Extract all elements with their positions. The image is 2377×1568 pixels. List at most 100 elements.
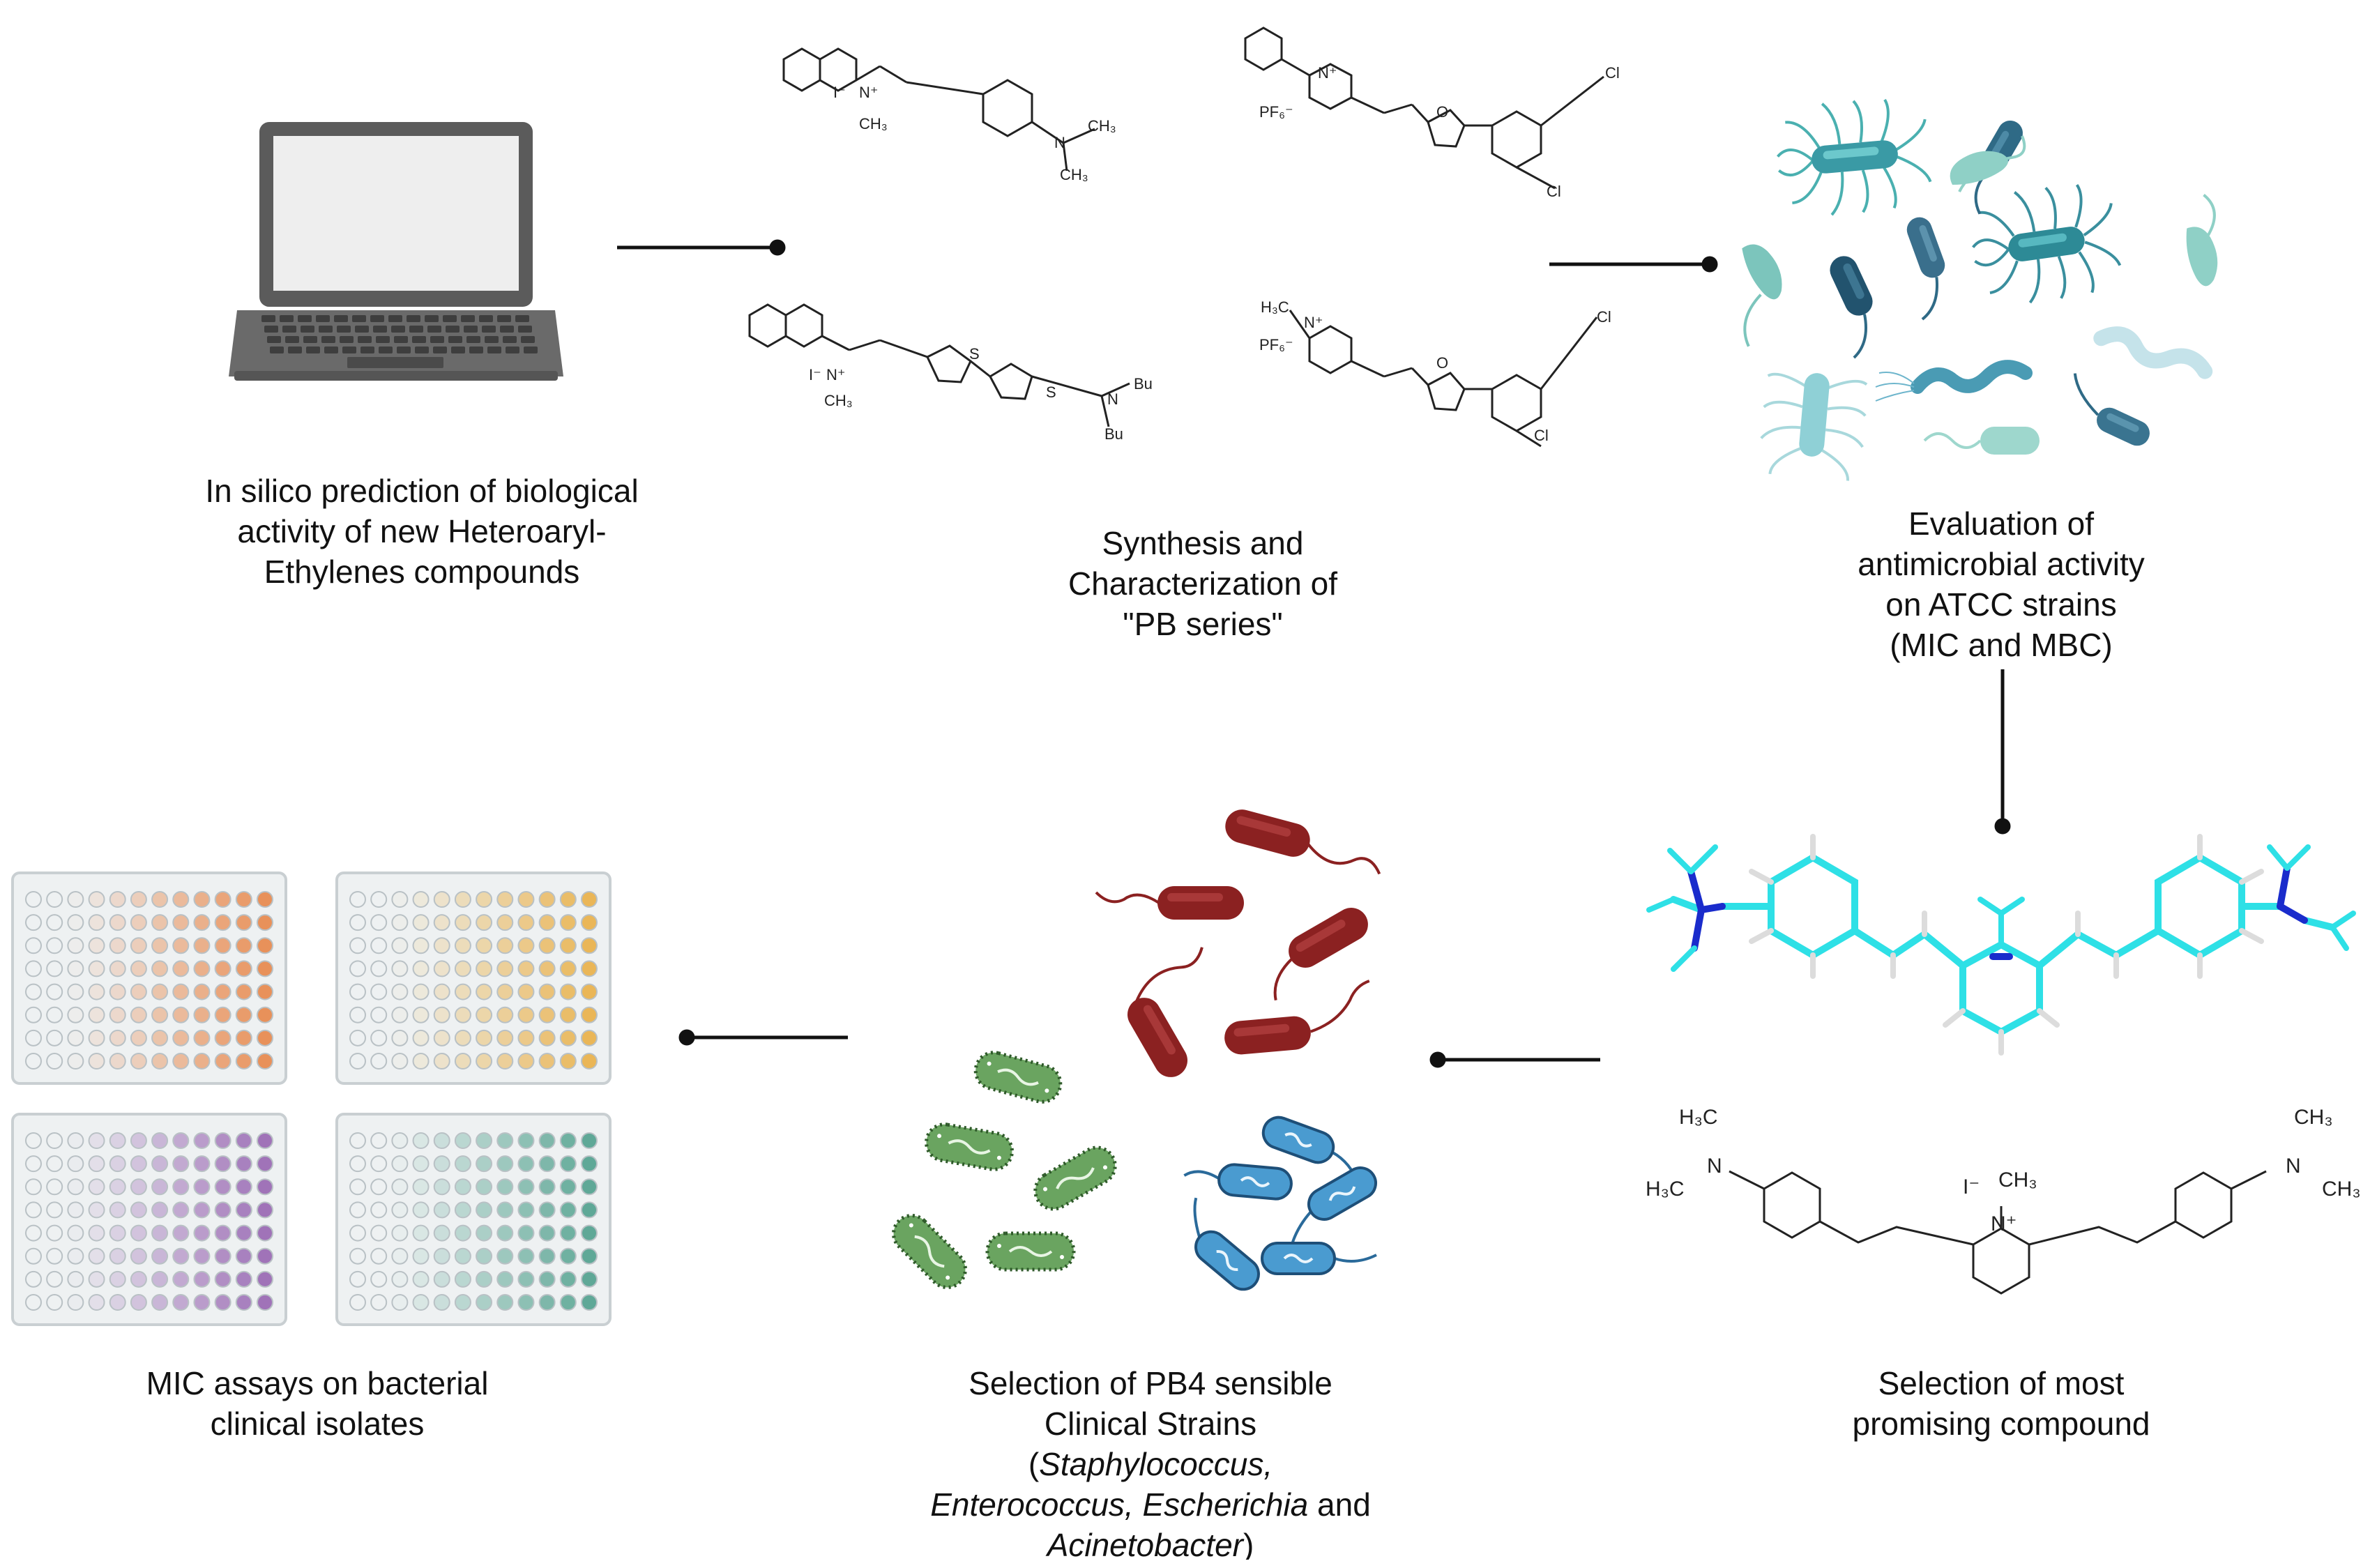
microplate-well: [559, 983, 577, 1000]
bacterium-flagellated: [1760, 372, 1868, 481]
label-ch3: CH₃: [1998, 1169, 2037, 1192]
microplate-well: [109, 914, 126, 931]
label-ch3: CH₃: [2322, 1178, 2361, 1201]
label-iodide: I⁻: [1963, 1175, 1980, 1198]
microplate-well: [151, 937, 169, 954]
microplate-well: [370, 1178, 388, 1196]
microplate-well: [67, 1270, 84, 1288]
microplate-well: [88, 914, 105, 931]
label-n: N: [1054, 134, 1065, 151]
caption-line: (MIC and MBC): [1890, 627, 2113, 663]
structure-pb3: [748, 303, 1130, 427]
microplate-well: [454, 937, 471, 954]
laptop-key: [321, 336, 335, 343]
microplate-well: [235, 1201, 252, 1219]
microplate-well: [88, 1132, 105, 1149]
label-bu: Bu: [1104, 425, 1123, 443]
microplate-well: [433, 1201, 450, 1219]
microplate-well: [46, 1006, 63, 1023]
laptop-key: [324, 347, 338, 353]
microplate-well: [109, 983, 126, 1000]
microplate-well: [476, 1006, 493, 1023]
microplate-well: [476, 1155, 493, 1173]
microplate-well: [172, 1270, 190, 1288]
microplate-well: [391, 1294, 409, 1311]
laptop-icon: [229, 122, 563, 381]
microplate-well: [349, 891, 366, 908]
microplate-well: [130, 1006, 147, 1023]
microplate-well: [412, 891, 430, 908]
caption-line: on ATCC strains: [1885, 586, 2117, 623]
microplate-well: [433, 1247, 450, 1265]
microplate-well: [151, 1270, 169, 1288]
microplate-well: [88, 1029, 105, 1046]
microplate-well: [454, 1029, 471, 1046]
microplate-well: [559, 1006, 577, 1023]
microplate-well: [172, 1201, 190, 1219]
microplate-well: [235, 1178, 252, 1196]
microplate-well: [25, 983, 42, 1000]
bacterium-curved: [1950, 135, 2026, 192]
microplate-well: [130, 891, 147, 908]
microplate-well: [412, 1155, 430, 1173]
microplate-well: [214, 960, 231, 977]
microplate-well: [88, 1006, 105, 1023]
microplate-well: [88, 937, 105, 954]
microplate-well: [391, 1053, 409, 1070]
microplate-well: [496, 1270, 514, 1288]
label-pf6: PF₆⁻: [1259, 336, 1293, 353]
microplate-well: [109, 1053, 126, 1070]
microplate-well: [151, 960, 169, 977]
label-iodide: I⁻: [809, 366, 821, 383]
microplate-well: [67, 1006, 84, 1023]
caption-line: Selection of PB4 sensible: [969, 1365, 1332, 1401]
microplate-well: [193, 1294, 211, 1311]
bacterium-curved: [1923, 427, 2040, 455]
microplate-well: [412, 1178, 430, 1196]
caption-line: activity of new Heteroaryl-: [237, 513, 607, 549]
bacterium-green: [892, 1214, 967, 1289]
microplate-well: [559, 1201, 577, 1219]
microplate-well: [67, 1224, 84, 1242]
label-o: O: [1436, 103, 1448, 121]
microplate-well: [235, 891, 252, 908]
microplate-well: [235, 1006, 252, 1023]
label-cl: Cl: [1547, 183, 1561, 200]
microplate-well: [151, 1294, 169, 1311]
chemical-labels-top: I⁻ N⁺ CH₃ N CH₃ CH₃ PF₆⁻ N⁺ O Cl Cl I⁻ N…: [809, 64, 1620, 444]
bacterium-flagellated: [1972, 183, 2122, 304]
laptop-key: [298, 315, 312, 322]
microplate-well: [517, 1132, 535, 1149]
label-n: N: [1707, 1155, 1722, 1178]
label-n: N: [2286, 1155, 2301, 1178]
molecule-3d-icon: [1646, 834, 2356, 1056]
microplate-well: [88, 1270, 105, 1288]
microplate-well: [67, 1053, 84, 1070]
microplate-well: [109, 1029, 126, 1046]
microplate-well: [109, 1155, 126, 1173]
microplate-well: [67, 960, 84, 977]
microplate-well: [257, 1201, 273, 1219]
microplate-well: [25, 1132, 42, 1149]
label-n-plus: N⁺: [1991, 1212, 2017, 1235]
microplate-well: [496, 1247, 514, 1265]
microplate-well: [172, 960, 190, 977]
microplate-well: [581, 937, 598, 954]
microplate-well: [538, 1224, 556, 1242]
microplate-well: [496, 1224, 514, 1242]
microplate-well: [391, 1247, 409, 1265]
microplate-well: [370, 983, 388, 1000]
microplate-well: [581, 1201, 598, 1219]
microplate-well: [391, 960, 409, 977]
label-ch3: CH₃: [2294, 1106, 2333, 1129]
label-o: O: [1436, 354, 1448, 372]
microplate-well: [172, 937, 190, 954]
microplate-well: [476, 1224, 493, 1242]
laptop-key: [334, 315, 348, 322]
microplate-well: [454, 1155, 471, 1173]
microplate-well: [151, 914, 169, 931]
microplate-well: [109, 1006, 126, 1023]
microplate-well: [46, 937, 63, 954]
microplate-well: [454, 983, 471, 1000]
microplate-well: [130, 937, 147, 954]
